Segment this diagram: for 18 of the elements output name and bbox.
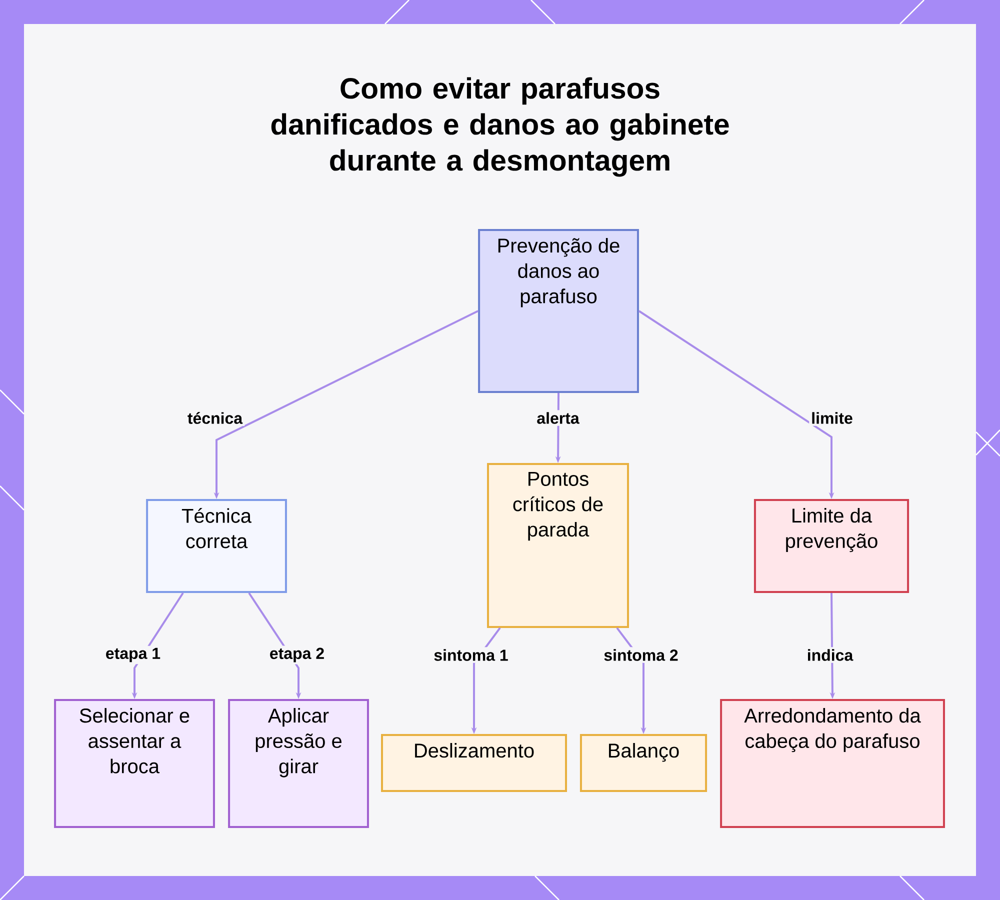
process-box: Deslizamento [381, 734, 567, 792]
edge-label: sintoma 2 [602, 647, 680, 663]
process-box: Aplicar pressão e girar [228, 699, 369, 828]
process-box: Pontos críticos de parada [487, 463, 629, 628]
edge-label: limite [809, 410, 855, 426]
process-box: Balanço [580, 734, 708, 792]
process-box: Selecionar e assentar a broca [54, 699, 215, 828]
process-box: Prevenção de danos ao parafuso [478, 229, 639, 393]
process-box: Técnica correta [146, 499, 287, 593]
process-box: Arredondamento da cabeça do parafuso [720, 699, 945, 828]
edge-label: técnica [185, 410, 245, 426]
edge-label: alerta [534, 410, 582, 426]
edge-label: etapa 2 [267, 646, 327, 664]
edge-label: indica [804, 647, 856, 663]
edge-label: sintoma 1 [432, 647, 510, 663]
process-box: Limite da prevenção [754, 499, 910, 593]
title: Como evitar parafusos danificados e danos ao gabinete durante a desmontagem [271, 77, 729, 177]
edge-label: etapa 1 [103, 646, 163, 664]
